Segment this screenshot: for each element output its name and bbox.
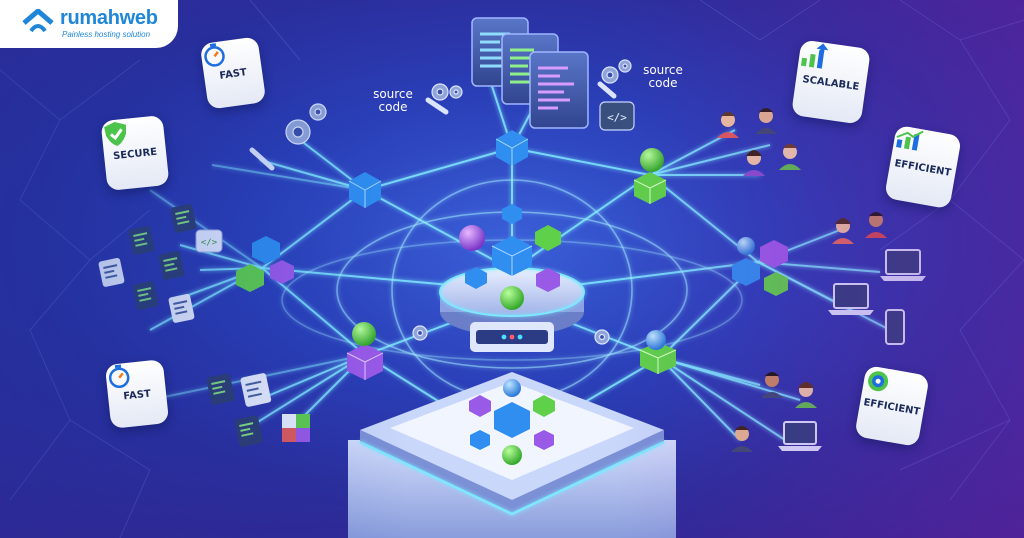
source-code-label-right: source code — [643, 63, 683, 90]
brand-tagline: Painless hosting solution — [62, 30, 151, 39]
fast-badge-bottom-label: FAST — [122, 388, 152, 402]
source-code-label-left: source code — [373, 87, 413, 114]
sphere-icon — [352, 148, 755, 465]
growth-chart-icon — [800, 43, 829, 69]
brand-name: rumahweb — [60, 7, 158, 29]
fast-badge-top: FAST — [199, 36, 267, 110]
fast-badge-top-label: FAST — [218, 66, 248, 82]
gear-icon — [868, 371, 889, 392]
wrench-icon — [249, 81, 617, 171]
efficient-badge-top-label: EFFICIENT — [893, 157, 952, 179]
document-cards — [98, 203, 272, 447]
efficient-badge-bottom-label: EFFICIENT — [862, 396, 921, 418]
efficient-badge-bottom: EFFICIENT — [854, 364, 930, 448]
stopwatch-icon — [108, 364, 130, 389]
brand-logo[interactable]: rumahweb Painless hosting solution — [0, 0, 178, 48]
scalable-badge-label: SCALABLE — [801, 73, 860, 93]
code-windows — [471, 17, 589, 129]
secure-badge-label: SECURE — [112, 146, 158, 162]
brand-logo-icon — [22, 9, 54, 33]
cube-cluster — [282, 414, 310, 442]
scalable-badge: SCALABLE — [791, 39, 871, 125]
gear-icon — [285, 59, 632, 345]
efficient-badge-top: EFFICIENT — [884, 124, 962, 210]
user-icon — [717, 108, 887, 452]
shield-check-icon — [104, 121, 127, 146]
svg-text:</>: </> — [201, 238, 218, 248]
svg-text:</>: </> — [607, 111, 627, 124]
secure-badge: SECURE — [100, 114, 170, 192]
cube-icon — [236, 130, 788, 450]
laptop-icon — [778, 249, 926, 451]
growth-chart-icon — [896, 130, 924, 151]
fast-badge-bottom: FAST — [104, 359, 170, 429]
stopwatch-icon — [204, 43, 225, 67]
smartphone-icon — [885, 309, 905, 345]
code-tag-icon: </> </> — [195, 101, 635, 253]
